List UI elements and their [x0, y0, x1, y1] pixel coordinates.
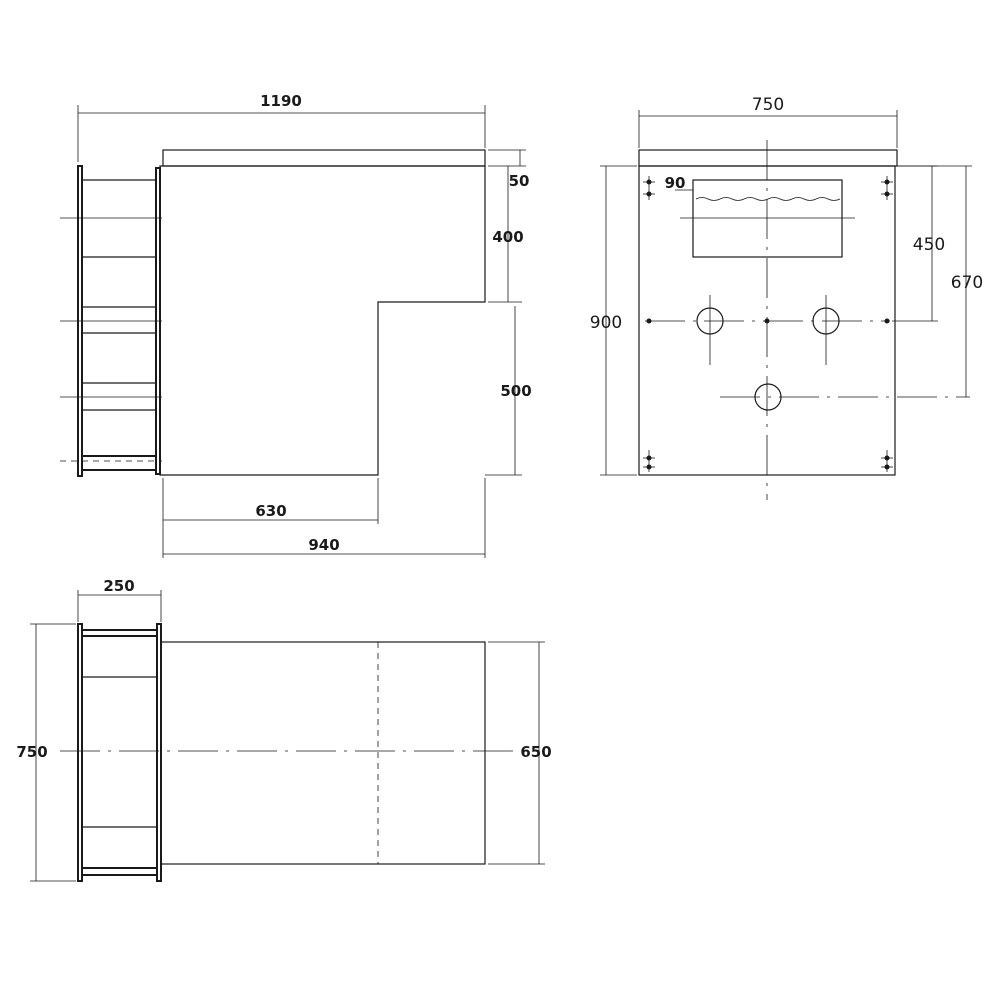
- dim-label-400: 400: [492, 228, 523, 246]
- dim-label-500: 500: [500, 382, 531, 400]
- bolt-marks: [643, 176, 893, 472]
- dim-label-900: 900: [590, 313, 622, 333]
- side-view: 1190 50 400 500 630 940: [60, 92, 532, 558]
- front-top-board: [638, 149, 898, 167]
- dim-label-250: 250: [103, 577, 134, 595]
- plan-view: 250 750 650: [16, 577, 552, 882]
- side-body: [159, 165, 486, 476]
- dim-label-50: 50: [509, 172, 530, 190]
- side-top-board: [162, 149, 486, 167]
- front-view: 750 90 450 670 900: [590, 95, 983, 500]
- dim-label-650: 650: [520, 743, 551, 761]
- dim-label-750-plan: 750: [16, 743, 47, 761]
- dim-label-450: 450: [913, 235, 945, 255]
- plan-ladder-post-left: [77, 623, 83, 882]
- dim-label-630: 630: [255, 502, 286, 520]
- plan-body: [160, 641, 486, 865]
- dim-label-90: 90: [665, 174, 686, 192]
- dim-label-940: 940: [308, 536, 339, 554]
- dim-label-670: 670: [951, 273, 983, 293]
- front-panel: [692, 179, 843, 258]
- front-hole-bottom: [754, 383, 782, 411]
- panel-wave: [695, 197, 841, 201]
- dim-label-750-front: 750: [752, 95, 784, 115]
- dim-label-1190: 1190: [260, 92, 302, 110]
